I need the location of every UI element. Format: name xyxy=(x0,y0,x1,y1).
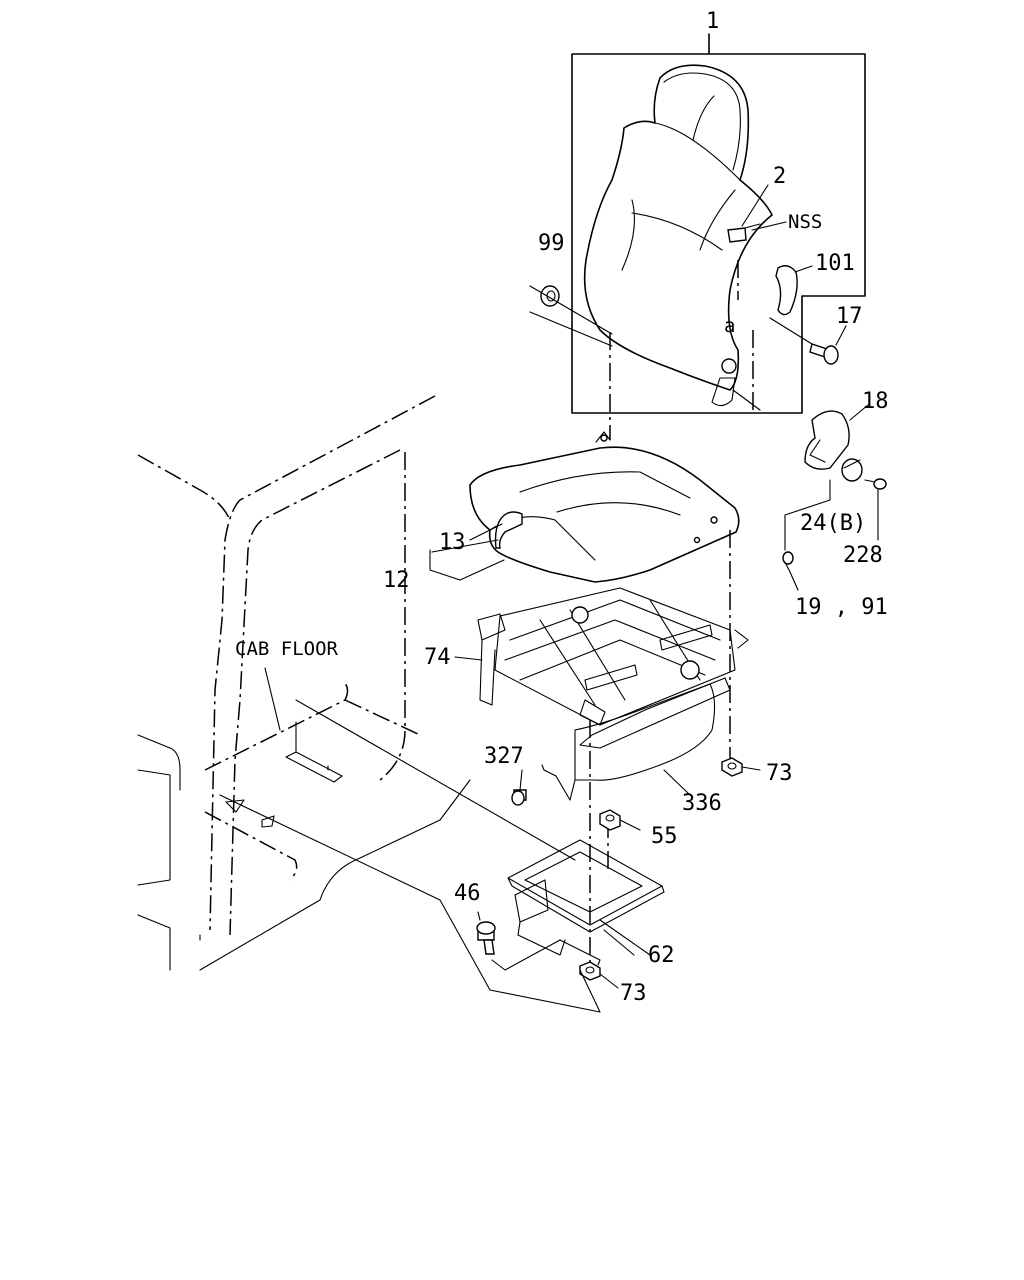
label-part-62: 62 xyxy=(648,943,675,968)
base-frame-62 xyxy=(507,839,665,966)
label-part-46: 46 xyxy=(454,881,481,906)
label-part-18: 18 xyxy=(862,389,889,414)
knob-24b xyxy=(784,458,863,551)
label-part-327: 327 xyxy=(484,744,524,769)
label-part-55: 55 xyxy=(651,824,678,849)
bolt-17 xyxy=(769,317,847,365)
label-part-17: 17 xyxy=(836,304,863,329)
label-part-19-91: 19 , 91 xyxy=(795,595,888,620)
label-part-73-upper: 73 xyxy=(766,761,793,786)
label-leaders xyxy=(264,184,787,956)
label-cab-floor: CAB FLOOR xyxy=(235,638,339,660)
cover-336 xyxy=(541,683,716,801)
label-part-101: 101 xyxy=(815,251,855,276)
seat-back-group-box xyxy=(571,33,866,414)
label-part-1: 1 xyxy=(706,9,719,34)
cab-outline xyxy=(137,395,471,971)
label-part-73-lower: 73 xyxy=(620,981,647,1006)
seat-cushion xyxy=(469,431,740,583)
bolt-327 xyxy=(511,769,527,806)
nut-73-upper xyxy=(721,757,761,777)
handle-18 xyxy=(804,404,869,470)
seat-frame-74 xyxy=(477,587,749,749)
label-a: a xyxy=(724,315,735,337)
lever-101 xyxy=(775,265,813,316)
label-part-12: 12 xyxy=(383,568,410,593)
nut-55 xyxy=(599,809,641,831)
seat-back xyxy=(583,64,773,407)
label-part-13: 13 xyxy=(439,530,466,555)
nut-73-lower xyxy=(579,961,619,989)
label-nss: NSS xyxy=(788,211,822,233)
pin-19-91 xyxy=(782,551,799,591)
label-part-2: 2 xyxy=(773,164,786,189)
label-part-336: 336 xyxy=(682,791,722,816)
leader-lines xyxy=(589,260,761,965)
label-part-24b: 24(B) xyxy=(800,511,866,536)
label-part-99: 99 xyxy=(538,231,565,256)
floor-leader xyxy=(219,699,601,1013)
label-part-74: 74 xyxy=(424,645,451,670)
bolt-46 xyxy=(476,911,496,955)
bushing-99 xyxy=(529,285,613,347)
screw-228 xyxy=(864,478,887,541)
label-part-228: 228 xyxy=(843,543,883,568)
